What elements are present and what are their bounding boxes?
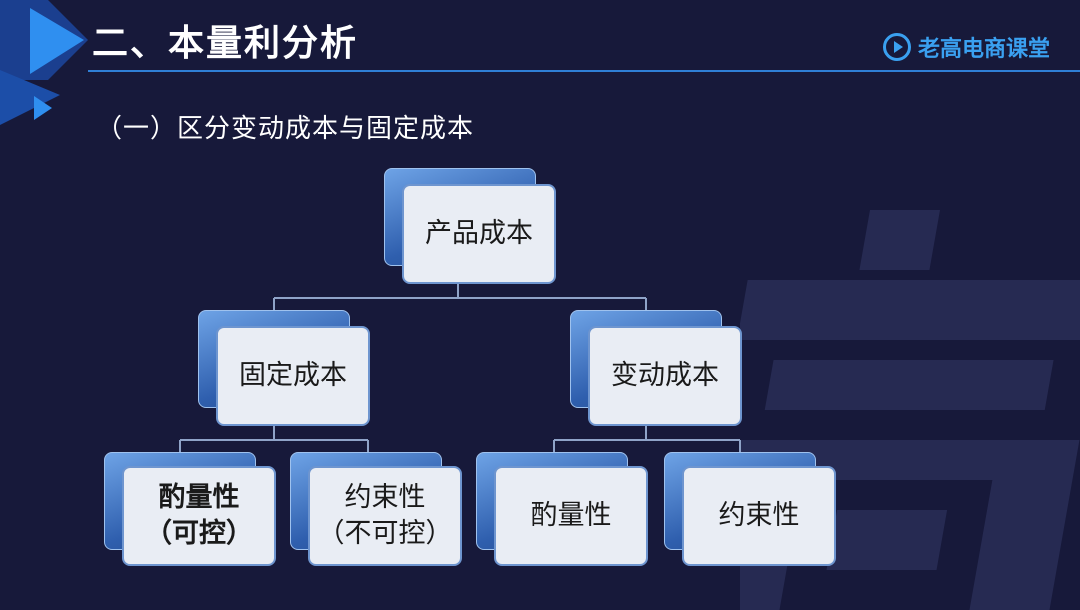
brand-name: 老高电商课堂 (917, 37, 1050, 62)
play-circle-icon (882, 33, 911, 61)
corner-decoration (0, 0, 88, 125)
node-fixed-committed: 约束性 （不可控） (290, 452, 462, 566)
section-subtitle: （一）区分变动成本与固定成本 (96, 114, 475, 144)
node-variable-cost-label: 变动成本 (588, 326, 742, 426)
node-variable-discretionary-line1: 酌量性 (530, 500, 612, 531)
node-variable-discretionary: 酌量性 (476, 452, 648, 566)
node-fixed-cost: 固定成本 (198, 310, 370, 426)
node-product-cost: 产品成本 (384, 168, 556, 284)
brand-logo: 老高电商课堂 (882, 30, 1050, 64)
node-product-cost-label: 产品成本 (402, 184, 556, 284)
node-fixed-discretionary: 酌量性 （可控） (104, 452, 276, 566)
node-variable-cost: 变动成本 (570, 310, 742, 426)
node-fixed-discretionary-line1: 酌量性 (158, 482, 240, 513)
node-fixed-discretionary-line2: （可控） (145, 518, 253, 549)
node-variable-committed: 约束性 (664, 452, 836, 566)
node-fixed-committed-line1: 约束性 (344, 482, 426, 513)
node-fixed-committed-line2: （不可控） (317, 518, 453, 549)
header-divider (88, 70, 1080, 72)
node-variable-committed-line1: 约束性 (718, 500, 800, 531)
page-title: 二、本量利分析 (92, 23, 359, 64)
node-fixed-cost-label: 固定成本 (216, 326, 370, 426)
